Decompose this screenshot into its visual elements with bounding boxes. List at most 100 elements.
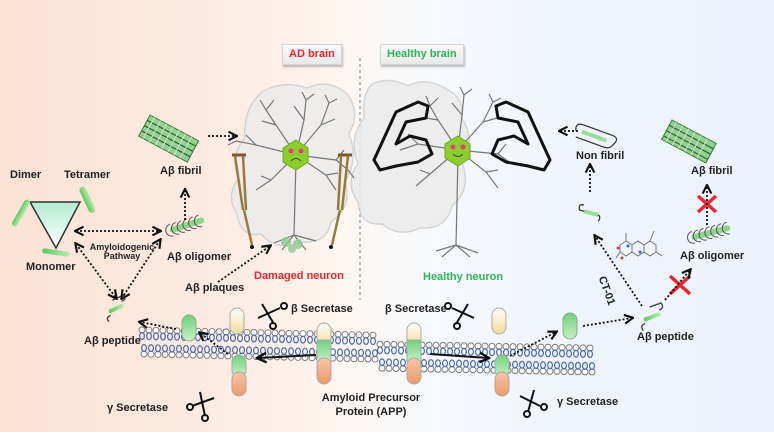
beta-secretase-left-label: β Secretase (291, 303, 353, 315)
lipid-molecule (147, 344, 155, 358)
lipid-molecule (145, 326, 153, 341)
scissors-icon-beta-left (257, 302, 288, 330)
lipid-molecule (581, 361, 589, 376)
diagram-graphics (12, 58, 731, 422)
lipid-molecule (565, 344, 573, 358)
lipid-molecule (586, 344, 594, 359)
arrow-app-to-left (258, 355, 317, 358)
lipid-molecule (208, 328, 216, 342)
gamma-cleavage-protein-left (231, 354, 247, 397)
ab-oligomer-right-label: Aβ oligomer (680, 250, 745, 262)
gamma-secretase-right-label: γ Secretase (557, 396, 619, 408)
lipid-molecule (579, 344, 587, 358)
lipid-molecule (558, 344, 566, 358)
lipid-molecule (460, 342, 468, 356)
scissors-icon-gamma-left (186, 391, 215, 422)
lipid-molecule (243, 328, 251, 343)
beta-cleaved-fragment-right (491, 307, 507, 335)
lipid-molecule (481, 342, 489, 357)
lipid-molecule (294, 347, 302, 361)
lipid-molecule (525, 360, 533, 375)
lipid-molecule (539, 361, 547, 375)
dimer-rod (12, 199, 30, 227)
lipid-molecule (217, 345, 225, 360)
ab-fibril-right-icon (660, 119, 717, 164)
lipid-molecule (495, 342, 503, 357)
lipid-molecule (434, 359, 442, 373)
app-label: Amyloid Precursor Protein (APP) (312, 393, 430, 418)
app-label-line1: Amyloid Precursor (321, 392, 421, 404)
lipid-molecule (182, 344, 190, 359)
lipid-bilayer (138, 326, 596, 376)
lipid-molecule (462, 359, 470, 374)
ab-fragment-released-left (181, 314, 197, 342)
non-fibril-label: Non fibril (576, 150, 625, 162)
lipid-molecule (348, 331, 356, 345)
ct01-molecule-icon (615, 230, 663, 260)
crutch-left (232, 153, 254, 249)
lipid-molecule (511, 360, 519, 375)
lipid-molecule (399, 358, 407, 373)
monomer-label: Monomer (26, 261, 76, 273)
lipid-molecule (474, 342, 482, 357)
lipid-molecule (553, 361, 561, 375)
lipid-molecule (343, 348, 351, 362)
lipid-molecule (488, 342, 496, 357)
lipid-molecule (537, 343, 545, 358)
healthy-neuron-label: Healthy neuron (423, 271, 504, 283)
ab-fibril-right-label: Aβ fibril (691, 165, 733, 177)
arrow-oligomer-peptide (122, 240, 160, 298)
lipid-molecule (530, 343, 538, 358)
ab-peptide-right-icon (641, 302, 664, 332)
plaque-cluster (281, 237, 303, 253)
lipid-molecule (357, 348, 365, 363)
lipid-molecule (175, 344, 183, 359)
lipid-molecule (369, 331, 377, 346)
lipid-molecule (280, 347, 288, 361)
arrow-peptide-to-oligomer-blocked (664, 270, 690, 301)
oligomer-triangle (12, 186, 96, 257)
lipid-molecule (341, 331, 349, 345)
lipid-molecule (196, 345, 204, 359)
flexed-arm-left (372, 100, 434, 172)
lipid-molecule (264, 329, 272, 343)
lipid-molecule (250, 329, 258, 343)
lipid-molecule (278, 329, 286, 344)
pathway-arrows (76, 131, 707, 357)
lipid-molecule (509, 343, 517, 357)
ad-brain-badge: AD brain (282, 44, 342, 65)
lipid-molecule (271, 329, 279, 343)
lipid-molecule (385, 358, 393, 372)
lipid-molecule (378, 358, 386, 372)
ab-oligomer-right-icon (686, 221, 731, 244)
app-cleavage-arrows (258, 354, 488, 358)
lipid-molecule (427, 359, 435, 373)
lipid-molecule (448, 359, 456, 373)
arrow-gamma-to-fragment-right (509, 332, 556, 357)
lipid-molecule (350, 348, 358, 363)
crutch-right (329, 153, 352, 249)
arrow-peptide-to-plaques (217, 246, 270, 283)
app-label-line2: Protein (APP) (335, 406, 407, 418)
lipid-molecule (215, 328, 223, 342)
scissors-icon-gamma-right (519, 389, 548, 418)
lipid-molecule (334, 330, 342, 345)
block-x-peptide-to-oligomer (668, 274, 692, 296)
ab-fibril-left-label: Aβ fibril (160, 165, 202, 177)
tetramer-label: Tetramer (64, 169, 111, 181)
lipid-molecule (152, 326, 160, 341)
lipid-molecule (476, 360, 484, 374)
lipid-molecule (441, 359, 449, 373)
lipid-molecule (383, 340, 391, 355)
lipid-molecule (420, 359, 428, 373)
lipid-molecule (425, 341, 433, 356)
ab-peptide-bound-icon (578, 204, 601, 222)
lipid-molecule (397, 341, 405, 355)
dimer-label: Dimer (10, 169, 42, 181)
lipid-molecule (362, 331, 370, 346)
healthy-neuron-soma (444, 135, 471, 167)
tetramer-rod (79, 186, 96, 213)
app-protein-center-right (406, 322, 422, 385)
lipid-molecule (532, 361, 540, 375)
lipid-molecule (467, 342, 475, 356)
